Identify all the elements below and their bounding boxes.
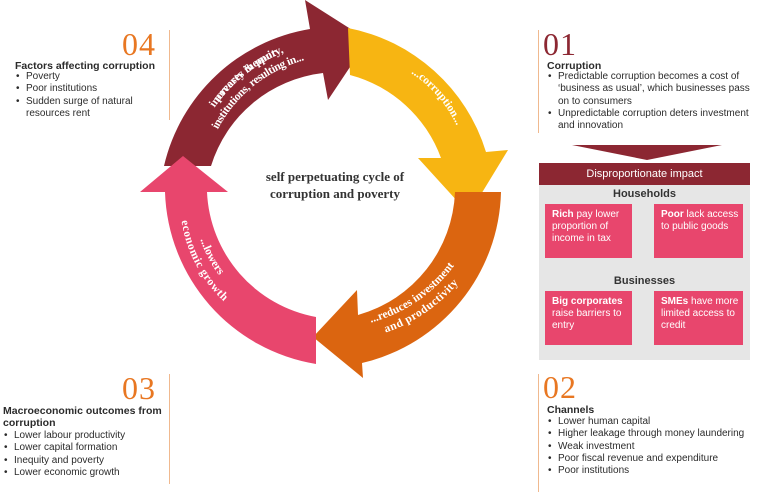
number-04: 04: [122, 26, 156, 62]
down-arrow: [572, 145, 722, 160]
list-item: Weak investment: [547, 441, 752, 454]
title-01: Corruption: [547, 60, 602, 72]
list-item: Lower capital formation: [3, 442, 168, 455]
poor-box: Poor lack access to public goods: [654, 204, 743, 258]
list-04: Poverty Poor institutions Sudden surge o…: [15, 71, 165, 120]
big-corporates-label: Big corporates: [552, 296, 623, 307]
title-02: Channels: [547, 404, 595, 416]
arrow-bottom-right: [313, 192, 501, 378]
arrow-bottom-left: [140, 156, 316, 364]
list-03: Lower labour productivity Lower capital …: [3, 430, 168, 479]
cycle-center-text: self perpetuating cycle of corruption an…: [265, 169, 405, 201]
number-03: 03: [122, 370, 156, 406]
rule-02: [538, 374, 539, 492]
big-corporates-box: Big corporates raise barriers to entry: [545, 291, 632, 345]
impact-header: Disproportionate impact: [539, 163, 750, 185]
list-item: Lower human capital: [547, 416, 752, 429]
list-item: Predictable corruption becomes a cost of…: [547, 71, 752, 108]
businesses-title: Businesses: [613, 275, 676, 287]
rich-box: Rich pay lower proportion of income in t…: [545, 204, 632, 258]
arrow-top-right: [348, 28, 508, 214]
poor-label: Poor: [661, 209, 684, 220]
rule-01: [538, 30, 539, 133]
poor-text: lack access to public goods: [661, 209, 739, 232]
list-item: Unpredictable corruption deters investme…: [547, 108, 752, 133]
list-item: Lower economic growth: [3, 467, 168, 480]
list-02: Lower human capital Higher leakage throu…: [547, 416, 752, 478]
list-item: Poor institutions: [547, 465, 752, 478]
rule-04: [169, 30, 170, 120]
list-item: Poor fiscal revenue and expenditure: [547, 453, 752, 466]
smes-text: have more limited access to credit: [661, 296, 739, 331]
list-item: Inequity and poverty: [3, 455, 168, 468]
list-item: Poor institutions: [15, 83, 165, 96]
big-corporates-text: raise barriers to entry: [552, 308, 622, 331]
rich-label: Rich: [552, 209, 574, 220]
title-03: Macroeconomic outcomes from corruption: [3, 405, 162, 429]
list-01: Predictable corruption becomes a cost of…: [547, 71, 752, 132]
title-04: Factors affecting corruption: [15, 60, 156, 72]
number-02: 02: [543, 369, 577, 405]
list-item: Higher leakage through money laundering: [547, 428, 752, 441]
smes-label: SMEs: [661, 296, 689, 307]
smes-box: SMEs have more limited access to credit: [654, 291, 743, 345]
number-01: 01: [543, 26, 577, 62]
list-item: Sudden surge of natural resources rent: [15, 96, 165, 121]
households-title: Households: [613, 188, 676, 200]
rich-text: pay lower proportion of income in tax: [552, 209, 620, 244]
list-item: Lower labour productivity: [3, 430, 168, 443]
arrow-top-left: [164, 0, 368, 166]
rule-03: [169, 374, 170, 484]
list-item: Poverty: [15, 71, 165, 84]
